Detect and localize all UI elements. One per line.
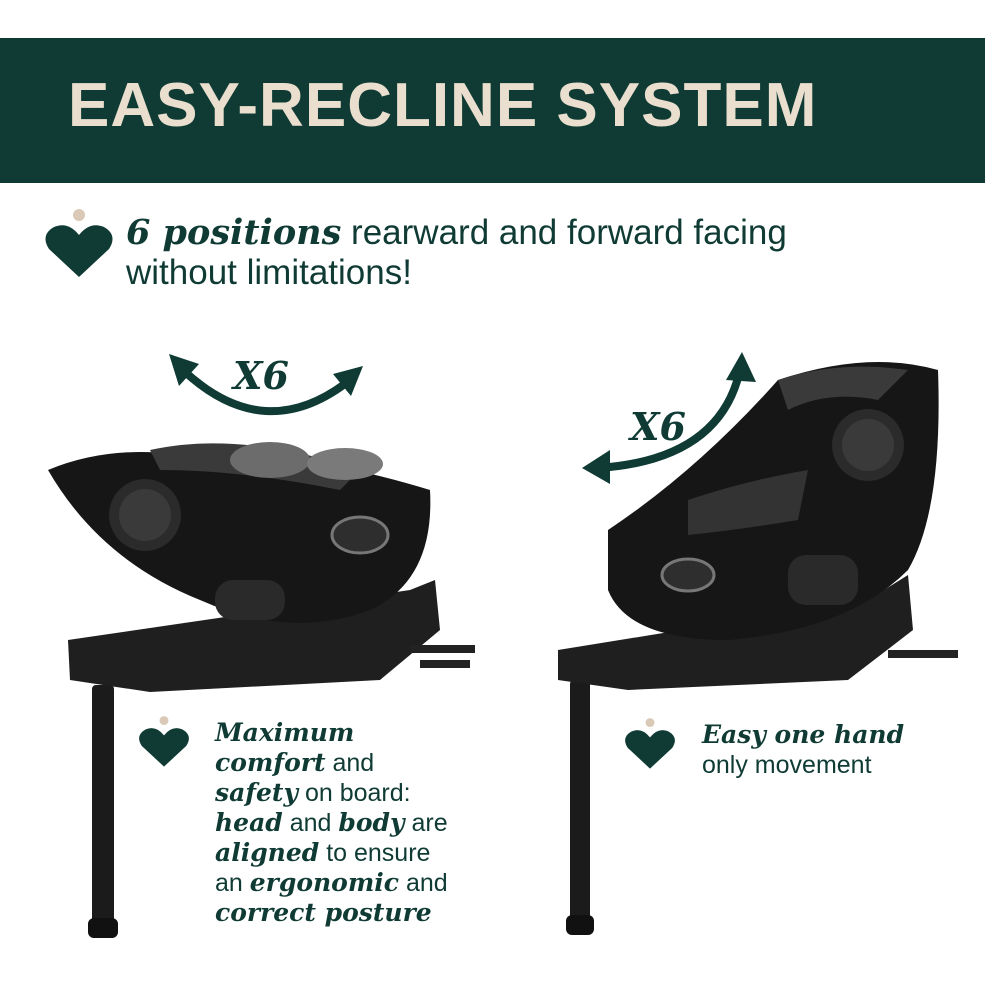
heart-icon bbox=[625, 718, 675, 769]
curved-double-arrow-icon bbox=[169, 354, 363, 416]
note-strong: safety bbox=[215, 778, 299, 807]
note-strong: ergonomic bbox=[249, 868, 400, 897]
note-strong: correct posture bbox=[215, 898, 432, 927]
lead-rest-2: without limitations! bbox=[126, 253, 412, 292]
note-text: and bbox=[282, 809, 339, 837]
page-title: EASY-RECLINE SYSTEM bbox=[68, 71, 818, 140]
note-text: only movement bbox=[702, 751, 872, 779]
note-strong: body bbox=[338, 808, 405, 837]
recline-count-label: X6 bbox=[630, 404, 686, 449]
one-hand-note: Easy one hand only movement bbox=[702, 720, 992, 780]
heart-icon bbox=[45, 209, 113, 277]
title-banner bbox=[0, 38, 985, 183]
car-seat-image bbox=[48, 442, 475, 938]
recline-count-label: X6 bbox=[233, 353, 289, 398]
lead-strong: 6 positions bbox=[126, 212, 342, 253]
note-strong: Easy one hand bbox=[702, 720, 905, 749]
heart-icon bbox=[139, 716, 189, 767]
comfort-note: Maximum comfort and safety on board: hea… bbox=[215, 718, 505, 928]
note-strong: aligned bbox=[215, 838, 320, 867]
note-text: on board: bbox=[298, 779, 411, 807]
note-strong: comfort bbox=[215, 748, 326, 777]
note-text: an bbox=[215, 869, 250, 897]
lead-rest-1: rearward and forward facing bbox=[341, 213, 787, 252]
note-text: and bbox=[325, 749, 375, 777]
lead-text: 6 positions rearward and forward facing … bbox=[126, 213, 846, 293]
curved-double-arrow-icon bbox=[582, 352, 756, 484]
note-text: and bbox=[399, 869, 448, 897]
note-strong: Maximum bbox=[215, 718, 355, 747]
note-text: to ensure bbox=[319, 839, 431, 867]
car-seat-image bbox=[558, 362, 958, 935]
note-strong: head bbox=[215, 808, 283, 837]
note-text: are bbox=[404, 809, 448, 837]
